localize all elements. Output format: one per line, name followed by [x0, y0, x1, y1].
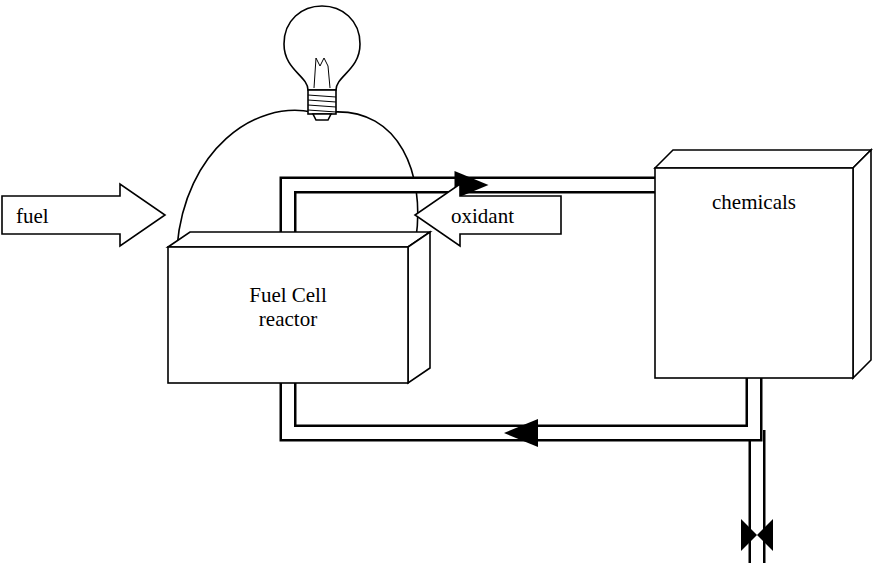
input-arrow-shape — [415, 184, 561, 246]
pipe-bore — [751, 430, 763, 563]
pipe-wall — [749, 430, 766, 563]
node-label: chemicals — [712, 190, 796, 214]
bulb-glass — [284, 6, 360, 90]
drain-pipe — [757, 430, 758, 563]
block-arrow — [2, 184, 165, 246]
node-label: oxidant — [451, 204, 514, 228]
node-label: fuel — [16, 204, 49, 228]
input-arrow: fuel — [2, 184, 165, 246]
node-label: Fuel Cell reactor — [233, 283, 343, 331]
input-arrow-shape — [2, 184, 165, 246]
front-face — [655, 168, 853, 378]
reactor-box-shape — [168, 232, 430, 383]
pipe-wall — [288, 378, 754, 433]
bulb-thread — [308, 95, 336, 112]
side-face — [408, 232, 430, 383]
valve-half — [757, 519, 773, 551]
pipe-bore — [288, 378, 754, 433]
side-face — [853, 150, 871, 378]
front-face — [168, 247, 408, 383]
light-bulb — [284, 6, 360, 120]
top-face — [168, 232, 430, 247]
pipe-connector — [288, 378, 754, 447]
top-face — [655, 150, 871, 168]
input-arrow: oxidant — [415, 184, 561, 246]
valve-symbol — [741, 519, 773, 551]
flow-arrowhead — [504, 419, 538, 447]
filament — [314, 58, 330, 88]
chemicals-box-shape — [655, 150, 871, 378]
chemicals-box: chemicals — [655, 168, 853, 378]
bulb-base — [308, 90, 336, 114]
bulb-tip — [313, 114, 331, 120]
wire — [332, 112, 418, 238]
block-arrow — [415, 184, 561, 246]
valve-half — [741, 519, 757, 551]
reactor-box: Fuel Cell reactor — [168, 247, 408, 383]
